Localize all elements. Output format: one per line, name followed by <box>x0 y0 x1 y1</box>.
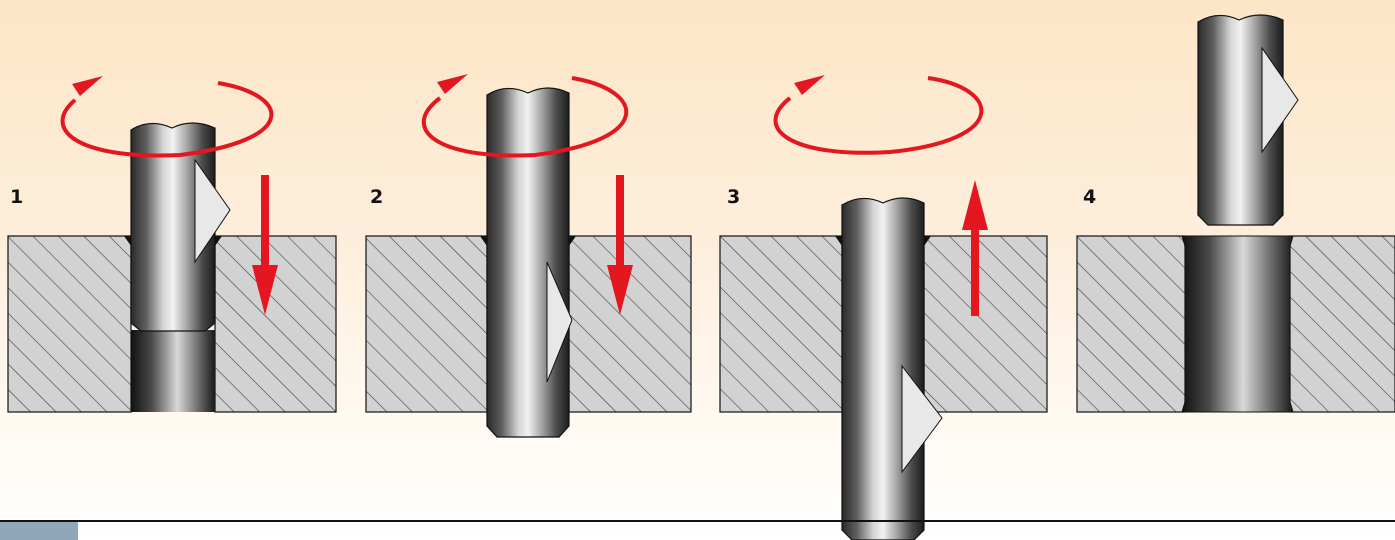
reamer-flute <box>194 158 231 264</box>
workpiece-block-right <box>568 235 692 413</box>
workpiece-block-left <box>1076 235 1186 413</box>
reamer-flute <box>546 261 573 383</box>
rotation-arrow <box>421 76 629 158</box>
finished-bore <box>1181 235 1294 413</box>
retract-arrowhead-up <box>962 180 988 230</box>
workpiece-block-left <box>365 235 488 413</box>
rotation-arrow <box>773 76 984 155</box>
step-label-1: 1 <box>10 186 23 208</box>
step-1-group <box>7 76 337 413</box>
workpiece-block-left <box>7 235 132 413</box>
step-label-3: 3 <box>727 186 740 208</box>
workpiece-block-right <box>214 235 337 413</box>
chamfer-left <box>124 236 131 246</box>
rotation-arrowhead <box>72 76 103 96</box>
reamer-tool <box>130 122 216 332</box>
chamfer-left <box>835 236 842 246</box>
chamfer-left <box>480 236 487 246</box>
reamer-flute <box>901 364 943 474</box>
reamer-tool <box>486 87 570 438</box>
workpiece-block-right <box>923 235 1048 413</box>
rotation-arrowhead <box>437 74 468 94</box>
corner-tab <box>0 522 78 540</box>
bore-hole <box>131 330 215 412</box>
workpiece-block-left <box>719 235 843 413</box>
rotation-arrow <box>60 81 274 158</box>
chamfer-right <box>215 236 222 246</box>
chamfer-right <box>569 236 576 246</box>
step-2-group <box>365 74 692 438</box>
step-label-4: 4 <box>1083 186 1096 208</box>
chamfer-right <box>924 236 931 246</box>
reamer-flute <box>1261 46 1299 154</box>
baseline-rule <box>0 520 1395 522</box>
step-3-group <box>719 75 1048 540</box>
feed-arrowhead-down <box>252 265 278 315</box>
feed-arrowhead-down <box>607 265 633 315</box>
step-4-group <box>1076 14 1395 413</box>
workpiece-block-right <box>1289 235 1395 413</box>
step-label-2: 2 <box>370 186 383 208</box>
reamer-tool <box>841 197 925 540</box>
rotation-arrowhead <box>794 75 825 95</box>
